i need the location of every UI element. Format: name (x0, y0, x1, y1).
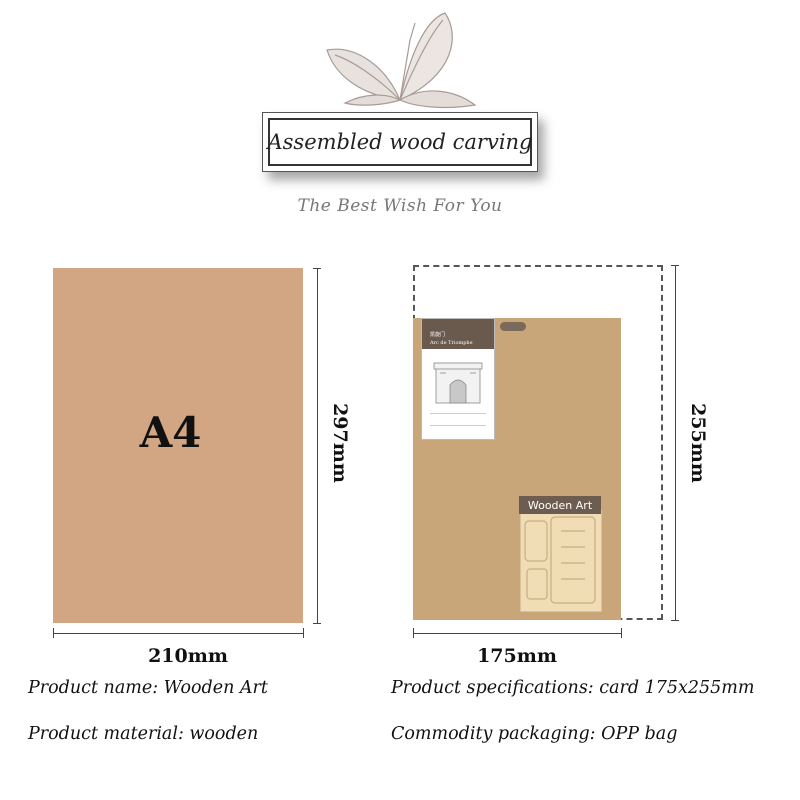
card-title-cn: 凯旋门 (430, 332, 446, 338)
package-width-label: 175mm (477, 645, 557, 667)
card-divider (430, 425, 486, 426)
tagline: The Best Wish For You (297, 196, 503, 216)
a4-height-label: 297mm (329, 403, 351, 483)
spec-product-specifications: Product specifications: card 175x255mm (391, 678, 755, 698)
product-window (520, 510, 602, 612)
a4-width-line (53, 633, 303, 634)
a4-width-tick-right (303, 628, 304, 638)
spec-commodity-packaging: Commodity packaging: OPP bag (391, 724, 678, 744)
package-height-label: 255mm (687, 403, 709, 483)
a4-width-label: 210mm (148, 645, 228, 667)
wooden-art-tag: Wooden Art (519, 496, 601, 514)
card-divider (430, 413, 486, 414)
title-box: Assembled wood carving (262, 112, 538, 172)
a4-label: A4 (139, 408, 202, 457)
a4-height-line (317, 268, 318, 623)
hang-hole (500, 322, 526, 331)
butterfly-illustration (326, 12, 477, 109)
spec-product-name: Product name: Wooden Art (28, 678, 268, 698)
a4-sheet: A4 (53, 268, 303, 623)
package-height-tick-bottom (671, 620, 679, 621)
wood-parts-icon (524, 516, 596, 604)
card-header-band (422, 319, 494, 349)
package-width-line (413, 633, 621, 634)
package-height-line (675, 265, 676, 620)
arc-de-triomphe-illustration (433, 362, 483, 404)
package-width-tick-right (621, 628, 622, 638)
a4-height-tick-bottom (313, 623, 321, 624)
page-title: Assembled wood carving (267, 130, 533, 154)
title-frame (268, 118, 532, 166)
product-card: 凯旋门 Arc de Triomphe (421, 318, 495, 440)
card-title: Arc de Triomphe (430, 340, 473, 346)
spec-product-material: Product material: wooden (28, 724, 259, 744)
